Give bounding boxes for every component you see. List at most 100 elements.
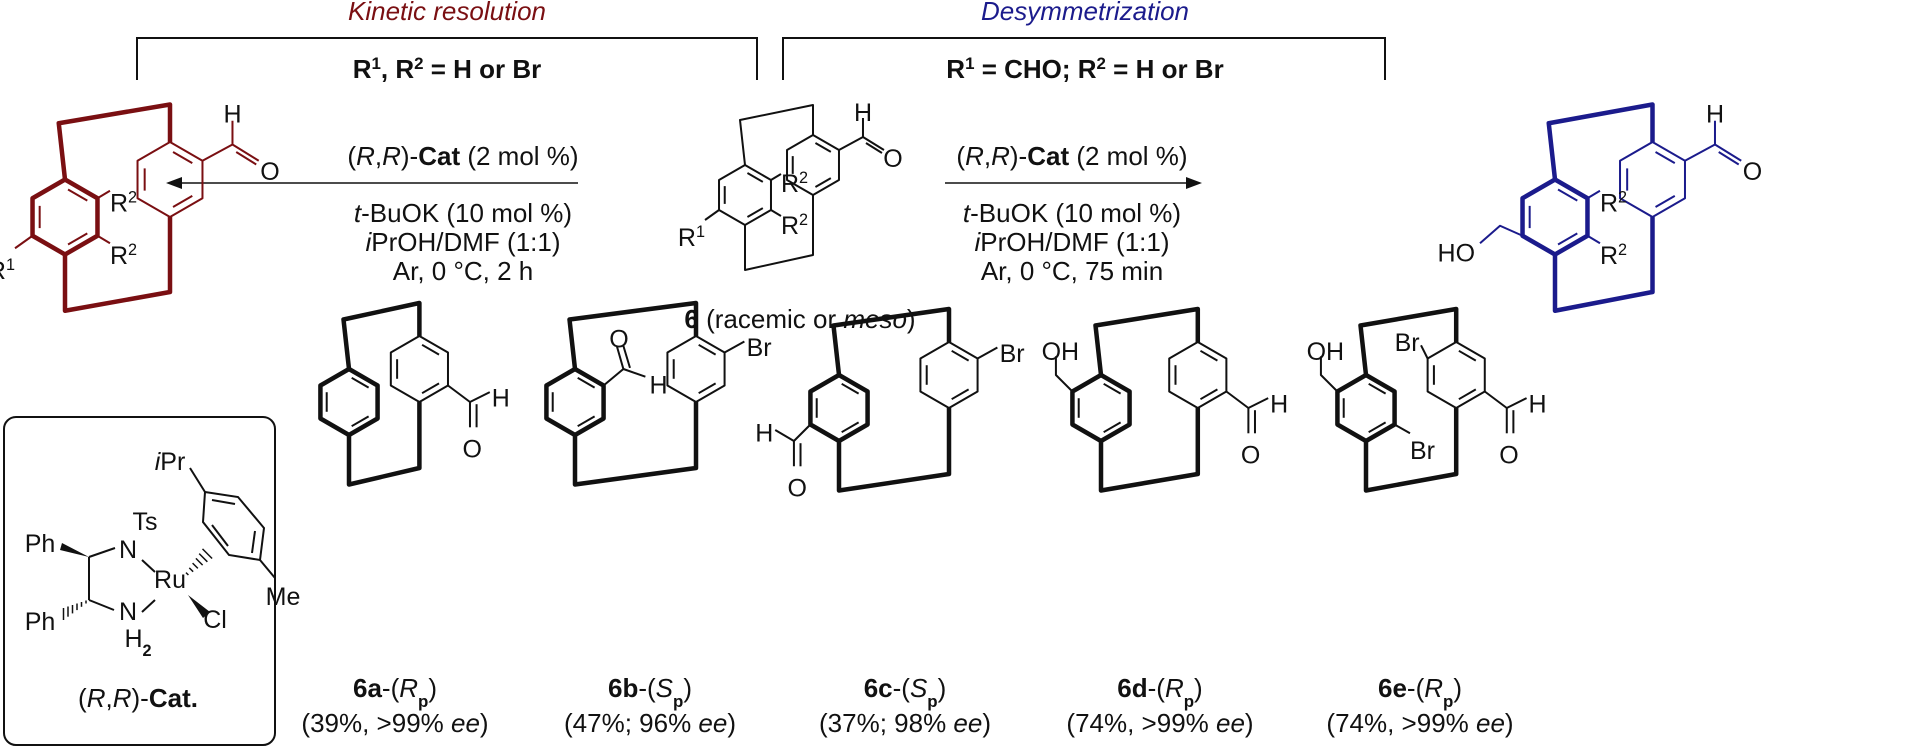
bond (770, 173, 782, 181)
atom-label: R2 (110, 241, 137, 270)
text-segment: (37%; 98% (819, 708, 953, 738)
text-segment: )- (401, 141, 418, 171)
kinetic-arrowhead (166, 177, 182, 189)
product-name: 6c-(Sp) (864, 673, 947, 711)
text-segment: (47%; 96% (564, 708, 698, 738)
bond (185, 572, 189, 576)
bond (211, 499, 236, 505)
atom-label: Ph (25, 530, 56, 558)
bond (814, 142, 832, 153)
text-segment: p (927, 692, 937, 711)
text-segment: i (365, 227, 372, 257)
text-segment: ) (1505, 708, 1514, 738)
bond (67, 232, 88, 246)
text-segment: -( (893, 673, 911, 703)
back-arene-ring (1619, 141, 1686, 218)
bond (1199, 388, 1218, 401)
text-segment: R (382, 141, 401, 171)
catalyst-box (3, 416, 276, 746)
atom-label: H (854, 99, 872, 127)
bond (865, 142, 883, 154)
atom-label: Br (1410, 437, 1435, 465)
atom-label: H2 (124, 625, 151, 660)
text-segment: -( (1148, 673, 1166, 703)
bond (831, 306, 952, 376)
text-segment: = H or Br (424, 54, 542, 84)
bond (1484, 390, 1528, 409)
text-segment: ) (1245, 708, 1254, 738)
product-name: 6a-(Rp) (353, 673, 437, 711)
product-name: 6e-(Rp) (1378, 673, 1462, 711)
bond (951, 349, 970, 362)
bond (577, 415, 596, 428)
bond (623, 368, 646, 378)
text-segment: 6e (1378, 673, 1407, 703)
bond (141, 559, 156, 573)
bond (30, 177, 100, 257)
atom-label: R1 (678, 223, 705, 252)
front-arene-ring (1335, 373, 1397, 444)
text-segment: t (354, 198, 363, 228)
product-result: (74%, >99% ee) (1066, 708, 1253, 738)
front-arene-ring (318, 367, 380, 438)
bond (1098, 408, 1201, 493)
text-segment: 2 (143, 642, 152, 660)
text-segment: Cat (1027, 141, 1069, 171)
bond (318, 367, 380, 438)
text-segment: R (399, 673, 418, 703)
bond (421, 343, 440, 356)
atom-label: OH (1042, 338, 1080, 366)
text-segment: 2 (128, 188, 137, 206)
right-condition-base: t-BuOK (10 mol %) (963, 198, 1181, 228)
atom-label: N (119, 536, 137, 564)
bond (1546, 102, 1655, 180)
text-segment: (39%, >99% (301, 708, 451, 738)
bond (622, 345, 631, 369)
bond (447, 384, 491, 403)
bond (746, 172, 764, 183)
text-segment: 6c (864, 673, 893, 703)
text-segment: 1 (965, 54, 974, 73)
text-segment: p (673, 692, 683, 711)
bond (235, 151, 257, 166)
atom-label: Ts (133, 508, 158, 536)
bond (195, 557, 204, 566)
text-segment: ee (451, 708, 480, 738)
bond (62, 217, 173, 313)
text-segment: R (87, 683, 106, 713)
atom-label: H (223, 101, 241, 129)
product-labels: 6a-(Rp)(39%, >99% ee)6b-(Sp)(47%; 96% ee… (301, 673, 1513, 738)
right-condition-temp-time: Ar, 0 °C, 75 min (981, 256, 1163, 286)
text-segment: ) (1194, 673, 1203, 703)
bond (862, 136, 885, 151)
text-segment: R (1424, 673, 1443, 703)
text-segment: ) (938, 673, 947, 703)
text-segment: R (781, 170, 799, 198)
product-result: (74%, >99% ee) (1326, 708, 1513, 738)
bond (977, 346, 998, 360)
bond (1335, 373, 1397, 444)
text-segment: -BuOK (10 mol %) (361, 198, 572, 228)
front-arene-ring (808, 373, 870, 444)
text-segment: (74%, >99% (1066, 708, 1216, 738)
text-segment: , R (381, 54, 414, 84)
product-result: (39%, >99% ee) (301, 708, 488, 738)
atom-label: O (1241, 441, 1260, 469)
bond (189, 467, 206, 493)
bond (1103, 421, 1122, 434)
bond (1054, 356, 1074, 393)
atom-label: R2 (110, 188, 137, 217)
bond (346, 402, 422, 487)
atom-label: R2 (781, 211, 808, 240)
text-segment: R (1165, 673, 1184, 703)
text-segment: Ar, 0 °C, 2 h (393, 256, 533, 286)
bond (841, 421, 860, 434)
atom-label: iPr (155, 448, 186, 476)
text-segment: i (155, 448, 162, 476)
bond (421, 382, 440, 395)
molecules: HOR1R2R2HOR1R2R2HOHOR2R2HOOHBrHOBrOHHOOH… (0, 99, 1762, 502)
right-condition-catalyst: (R,R)-Cat (2 mol %) (956, 141, 1187, 171)
